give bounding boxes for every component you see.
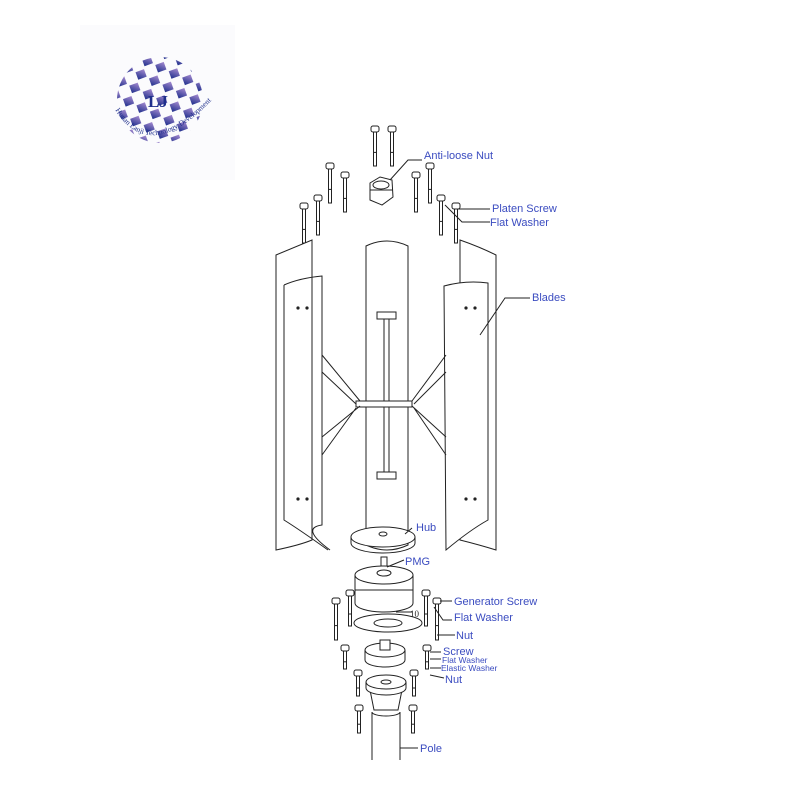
bolt-icon xyxy=(387,125,397,167)
label-platen-screw: Platen Screw xyxy=(492,203,557,215)
leader-lines xyxy=(386,159,530,749)
bolt-icon xyxy=(345,589,355,627)
bolt-icon xyxy=(432,597,442,641)
blade-right xyxy=(443,239,497,552)
bolt-icon xyxy=(409,669,419,697)
platen-screws xyxy=(299,125,461,244)
bolt-icon xyxy=(353,669,363,697)
label-pole: Pole xyxy=(420,743,442,755)
label-nut-mid: Nut xyxy=(456,630,473,642)
blade-arms xyxy=(321,354,447,456)
bolt-icon xyxy=(408,704,418,734)
bolt-icon xyxy=(370,125,380,167)
label-blades: Blades xyxy=(532,292,566,304)
bolt-icon xyxy=(325,162,335,204)
bolt-icon xyxy=(340,644,350,670)
generator-screws xyxy=(331,589,442,734)
blade-center xyxy=(355,240,413,551)
bolt-icon xyxy=(411,171,421,213)
label-generator-screw: Generator Screw xyxy=(454,596,537,608)
globe-logo-icon: LJ Hunan Lanji Technology Development Co… xyxy=(77,18,214,143)
bolt-icon xyxy=(451,202,461,244)
pmg-generator xyxy=(354,556,414,613)
connector-flange xyxy=(364,639,406,668)
flange-plate xyxy=(353,611,423,633)
bolt-icon xyxy=(340,171,350,213)
label-flat-washer-mid: Flat Washer xyxy=(454,612,513,624)
svg-text:LJ: LJ xyxy=(148,92,168,111)
bolt-icon xyxy=(354,704,364,734)
anti-loose-nut-part xyxy=(369,176,394,206)
pole-flange xyxy=(365,674,407,711)
bolt-icon xyxy=(436,194,446,236)
label-nut-bottom: Nut xyxy=(445,674,462,686)
company-logo: LJ Hunan Lanji Technology Development Co… xyxy=(77,18,235,180)
bolt-icon xyxy=(331,597,341,641)
label-flat-washer-top: Flat Washer xyxy=(490,217,549,229)
blade-left xyxy=(275,239,331,551)
label-flat-washer-small: Flat Washer xyxy=(442,655,488,665)
bolt-icon xyxy=(299,202,309,244)
bolt-icon xyxy=(425,162,435,204)
label-elastic-washer: Elastic Washer xyxy=(441,663,498,673)
label-pmg: PMG xyxy=(405,556,430,568)
bolt-icon xyxy=(422,644,432,670)
bolt-icon xyxy=(313,194,323,236)
pole xyxy=(371,711,401,760)
label-hub: Hub xyxy=(416,522,436,534)
label-anti-loose-nut: Anti-loose Nut xyxy=(424,150,493,162)
hub-part xyxy=(350,526,416,554)
label-screw: Screw xyxy=(443,646,474,658)
dimension-label: 10 xyxy=(410,609,420,619)
bolt-icon xyxy=(421,589,431,627)
